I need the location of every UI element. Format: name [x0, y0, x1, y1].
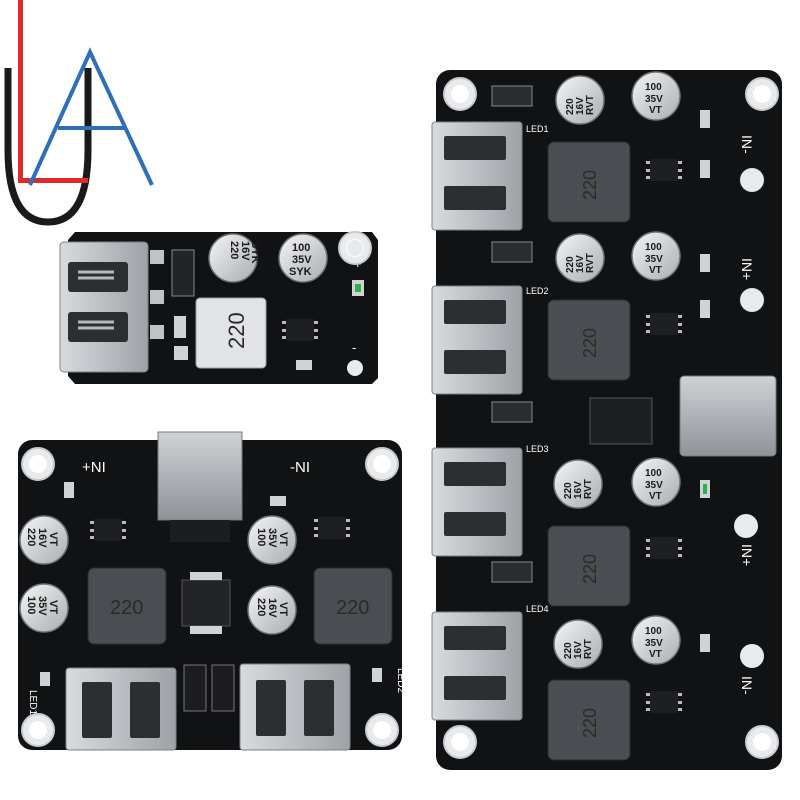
quad-led3-label: LED3: [526, 444, 549, 454]
small-inductor-label: 220: [224, 312, 249, 349]
quad-typec-connector: [679, 375, 777, 457]
double-usb-right: [239, 663, 351, 751]
svg-text:16V: 16V: [573, 481, 584, 499]
double-cap-b: 100 35V VT: [247, 515, 297, 565]
svg-text:35V: 35V: [292, 254, 312, 266]
svg-text:VT: VT: [47, 532, 59, 546]
svg-text:220: 220: [565, 98, 576, 115]
svg-text:SYK: SYK: [289, 266, 312, 278]
quad-in-plus-mid: IN+: [739, 258, 755, 280]
svg-text:VT: VT: [649, 265, 662, 276]
svg-text:220: 220: [565, 256, 576, 273]
double-inductor-right-label: 220: [336, 597, 369, 619]
svg-text:100: 100: [645, 82, 662, 93]
svg-text:VT: VT: [649, 649, 662, 660]
quad-led1-label: LED1: [526, 124, 549, 134]
svg-text:VT: VT: [649, 491, 662, 502]
svg-text:16V: 16V: [36, 528, 48, 548]
svg-text:RVT: RVT: [583, 639, 594, 659]
svg-text:RVT: RVT: [583, 479, 594, 499]
quad-in-minus-top: IN-: [739, 135, 755, 154]
svg-text:RVT: RVT: [585, 253, 596, 273]
svg-text:220: 220: [255, 598, 267, 616]
svg-text:VT: VT: [649, 105, 662, 116]
quad-channel-4: LED4 220 16V RVT 100 35V VT 220: [431, 561, 682, 761]
svg-text:35V: 35V: [645, 254, 663, 265]
double-inductor-right: [313, 567, 393, 645]
svg-text:220: 220: [25, 528, 37, 546]
svg-text:VT: VT: [277, 602, 289, 616]
svg-text:16V: 16V: [575, 255, 586, 273]
double-cap-d: 220 16V VT: [247, 585, 297, 635]
quad-channel-3: LED3 220 16V RVT 100 35V VT 220: [431, 401, 682, 607]
quad-board: IN- IN+ IN+ IN- LED1 220 16V RVT 100 35V…: [431, 70, 782, 770]
double-in-plus: +NI: [82, 459, 106, 476]
svg-text:100: 100: [645, 626, 662, 637]
small-usb-port: [59, 241, 149, 373]
svg-text:100: 100: [25, 596, 37, 614]
double-cap-a: 220 16V VT: [19, 515, 69, 565]
quad-channel-2: LED2 220 16V RVT 100 35V VT 220: [431, 231, 682, 395]
quad-led4-label: LED4: [526, 604, 549, 614]
svg-text:100: 100: [292, 242, 310, 254]
small-inductor: [195, 297, 267, 369]
logo-red-bar: [18, 0, 23, 182]
double-inductor-left: [87, 567, 167, 645]
svg-text:SYK: SYK: [249, 241, 261, 264]
svg-text:35V: 35V: [645, 638, 663, 649]
svg-text:RVT: RVT: [585, 95, 596, 115]
quad-in-minus-bottom: IN-: [739, 676, 755, 695]
double-inductor-left-label: 220: [110, 597, 143, 619]
svg-text:220: 220: [228, 241, 240, 259]
svg-text:100: 100: [255, 528, 267, 546]
svg-text:VT: VT: [47, 600, 59, 614]
quad-channel-1: LED1 220 16V RVT 100 35V VT 220: [431, 71, 682, 231]
ua-logo: [4, 0, 154, 226]
double-in-minus: -NI: [290, 459, 310, 476]
double-dc-connector: [157, 431, 243, 521]
small-cap-100: 100 35V SYK: [278, 233, 328, 283]
quad-in-plus-low: IN+: [739, 544, 755, 566]
svg-text:16V: 16V: [573, 641, 584, 659]
svg-text:16V: 16V: [266, 598, 278, 618]
svg-text:16V: 16V: [575, 97, 586, 115]
svg-text:16V: 16V: [239, 241, 251, 261]
svg-text:220: 220: [580, 170, 600, 200]
double-board: +NI -NI 220 16V VT 100 35V VT 100 35V VT…: [18, 431, 406, 751]
svg-text:220: 220: [563, 642, 574, 659]
svg-text:220: 220: [563, 482, 574, 499]
logo-red-base: [18, 178, 88, 183]
small-board: 220 16V SYK 100 35V SYK 220 + -: [59, 231, 378, 384]
svg-text:35V: 35V: [645, 94, 663, 105]
svg-text:220: 220: [580, 328, 600, 358]
logo-a-blue: [28, 47, 154, 186]
small-minus-label: -: [352, 340, 356, 355]
svg-text:35V: 35V: [266, 528, 278, 548]
double-cap-c: 100 35V VT: [19, 583, 69, 633]
small-cap-220: 220 16V SYK: [208, 233, 261, 283]
quad-led2-label: LED2: [526, 286, 549, 296]
double-led1-label: LED1: [27, 690, 38, 715]
double-led2-label: LED2: [395, 668, 406, 693]
svg-text:35V: 35V: [36, 596, 48, 616]
svg-text:VT: VT: [277, 532, 289, 546]
svg-text:100: 100: [645, 242, 662, 253]
svg-text:100: 100: [645, 468, 662, 479]
double-usb-left: [65, 667, 177, 751]
svg-text:220: 220: [580, 708, 600, 738]
svg-text:35V: 35V: [645, 480, 663, 491]
svg-text:220: 220: [580, 554, 600, 584]
